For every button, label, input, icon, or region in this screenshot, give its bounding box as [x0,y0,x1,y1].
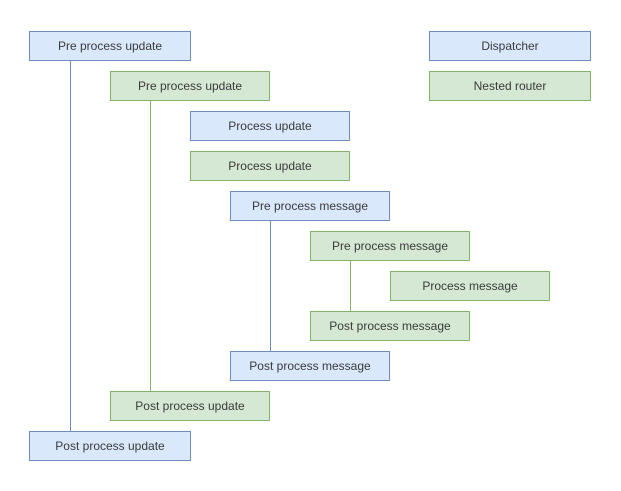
process-node[interactable]: Post process update [110,391,270,421]
process-node-label: Pre process update [137,79,243,93]
legend-item[interactable]: Nested router [429,71,591,101]
process-node-label: Post process message [329,319,451,333]
process-node-label: Post process update [55,439,165,453]
process-node[interactable]: Post process update [29,431,191,461]
process-node-label: Process message [422,279,518,293]
process-node[interactable]: Process update [190,111,350,141]
connector-line [70,61,71,431]
legend-item-label: Dispatcher [481,39,539,53]
connector-line [150,101,151,391]
process-node-label: Process update [228,159,312,173]
process-node-label: Post process update [135,399,245,413]
process-node-label: Pre process message [331,239,449,253]
process-node[interactable]: Process update [190,151,350,181]
process-node[interactable]: Post process message [310,311,470,341]
process-node[interactable]: Pre process update [110,71,270,101]
process-node[interactable]: Pre process message [310,231,470,261]
process-node[interactable]: Pre process update [29,31,191,61]
process-node[interactable]: Pre process message [230,191,390,221]
process-node[interactable]: Post process message [230,351,390,381]
process-node-label: Process update [228,119,312,133]
process-node-label: Pre process update [57,39,163,53]
connector-line [350,261,351,311]
process-node[interactable]: Process message [390,271,550,301]
connector-line [270,221,271,351]
process-node-label: Post process message [249,359,371,373]
process-node-label: Pre process message [251,199,369,213]
legend-item-label: Nested router [473,79,547,93]
legend-item[interactable]: Dispatcher [429,31,591,61]
